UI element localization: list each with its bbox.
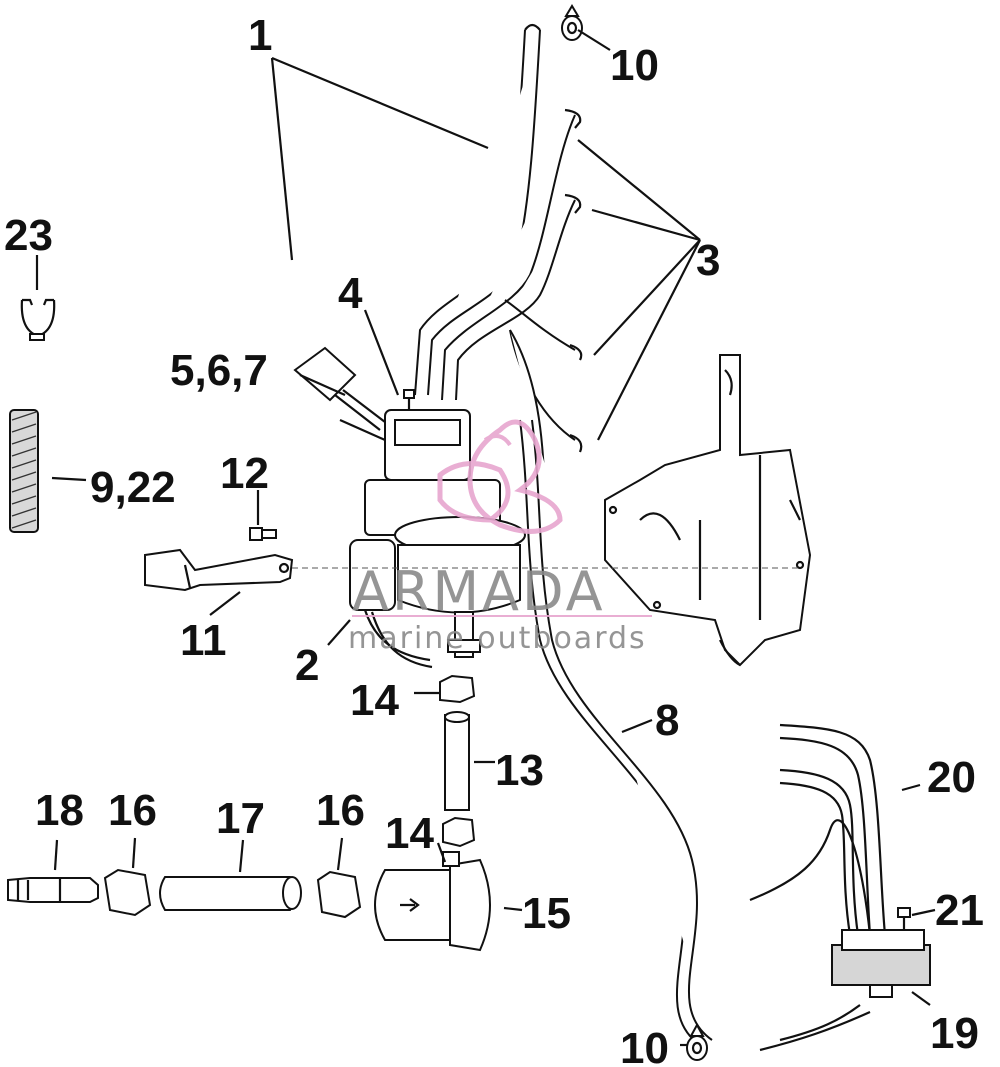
callout-9-22: 9,22: [90, 463, 176, 512]
callout-2: 2: [295, 641, 319, 690]
armada-watermark: ARMADA marine outboards: [348, 419, 652, 656]
callout-11: 11: [180, 616, 227, 665]
clamp-item-16-right: [316, 870, 362, 919]
connector-block-item-19: [759, 929, 931, 1052]
callout-labels: 1 2 3 4 5,6,7 8 9,22 10 10 11 12 13 14 1…: [4, 11, 984, 1067]
fuel-pump-assembly: [339, 409, 526, 669]
callout-10-bottom: 10: [620, 1024, 669, 1067]
barb-fitting-item-18: [7, 877, 99, 903]
mounting-bracket: [604, 354, 812, 667]
callout-23: 23: [4, 211, 53, 260]
hose-item-17: [159, 876, 302, 911]
callout-16-left: 16: [108, 786, 157, 835]
callout-10-top: 10: [610, 41, 659, 90]
screw-item-21: [897, 907, 911, 930]
callout-1: 1: [248, 11, 272, 60]
hose-bundle-item-20: [749, 723, 887, 936]
hose-item-13: [444, 711, 470, 811]
electrical-connector: [293, 346, 386, 431]
watermark-brand: ARMADA: [352, 560, 606, 623]
callout-20: 20: [927, 753, 976, 802]
callout-3: 3: [696, 236, 720, 285]
clamp-item-11: [144, 548, 294, 592]
callout-4: 4: [338, 269, 363, 318]
clip-item-23: [20, 298, 56, 341]
callout-18: 18: [35, 786, 84, 835]
cap-item-14-bottom: [442, 816, 476, 848]
fuel-filter-item-15: [374, 851, 491, 952]
fuel-hoses: [414, 23, 713, 1046]
bolt-item-12: [249, 527, 277, 541]
hose-clip-item-10-top: [561, 4, 583, 41]
callout-14-top: 14: [350, 676, 399, 725]
callout-19: 19: [930, 1009, 979, 1058]
sleeve-item-9-22: [9, 409, 39, 533]
watermark-tagline: marine outboards: [348, 621, 647, 656]
cap-item-14-top: [439, 674, 476, 704]
callout-21: 21: [935, 886, 984, 935]
clamp-item-16-left: [103, 868, 152, 917]
callout-15: 15: [522, 889, 571, 938]
callout-5-6-7: 5,6,7: [170, 346, 268, 395]
callout-14-bottom: 14: [385, 809, 434, 858]
callout-13: 13: [495, 746, 544, 795]
hose-clip-item-10-bottom: [686, 1022, 708, 1061]
leader-lines: [35, 29, 936, 1047]
callout-17: 17: [216, 794, 265, 843]
screw-item-4: [403, 389, 415, 410]
callout-12: 12: [220, 449, 269, 498]
callout-16-right: 16: [316, 786, 365, 835]
callout-8: 8: [655, 696, 679, 745]
armada-logo-mark: [437, 419, 563, 534]
